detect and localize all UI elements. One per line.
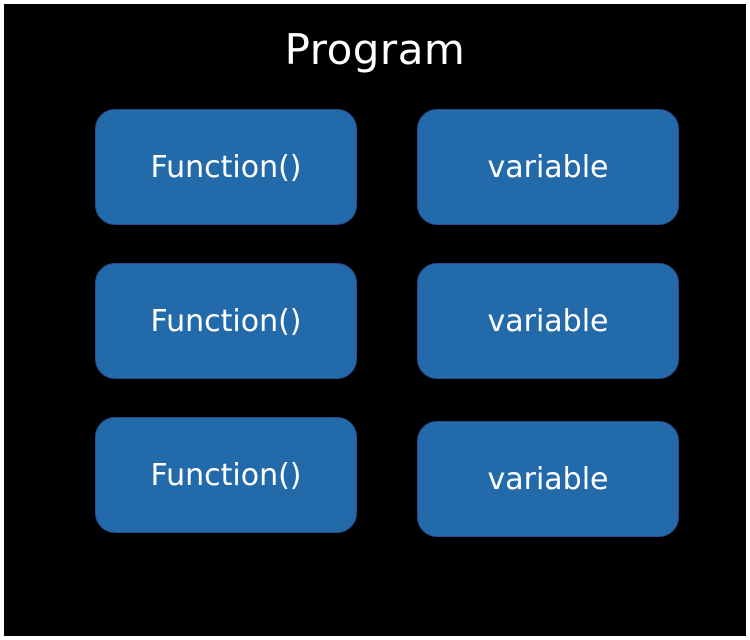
- program-title: Program: [284, 25, 466, 74]
- function-box-1: Function(): [95, 109, 357, 225]
- variable-box-1: variable: [417, 109, 679, 225]
- variable-box-2: variable: [417, 263, 679, 379]
- function-box-2: Function(): [95, 263, 357, 379]
- function-box-3: Function(): [95, 417, 357, 533]
- variable-box-3: variable: [417, 421, 679, 537]
